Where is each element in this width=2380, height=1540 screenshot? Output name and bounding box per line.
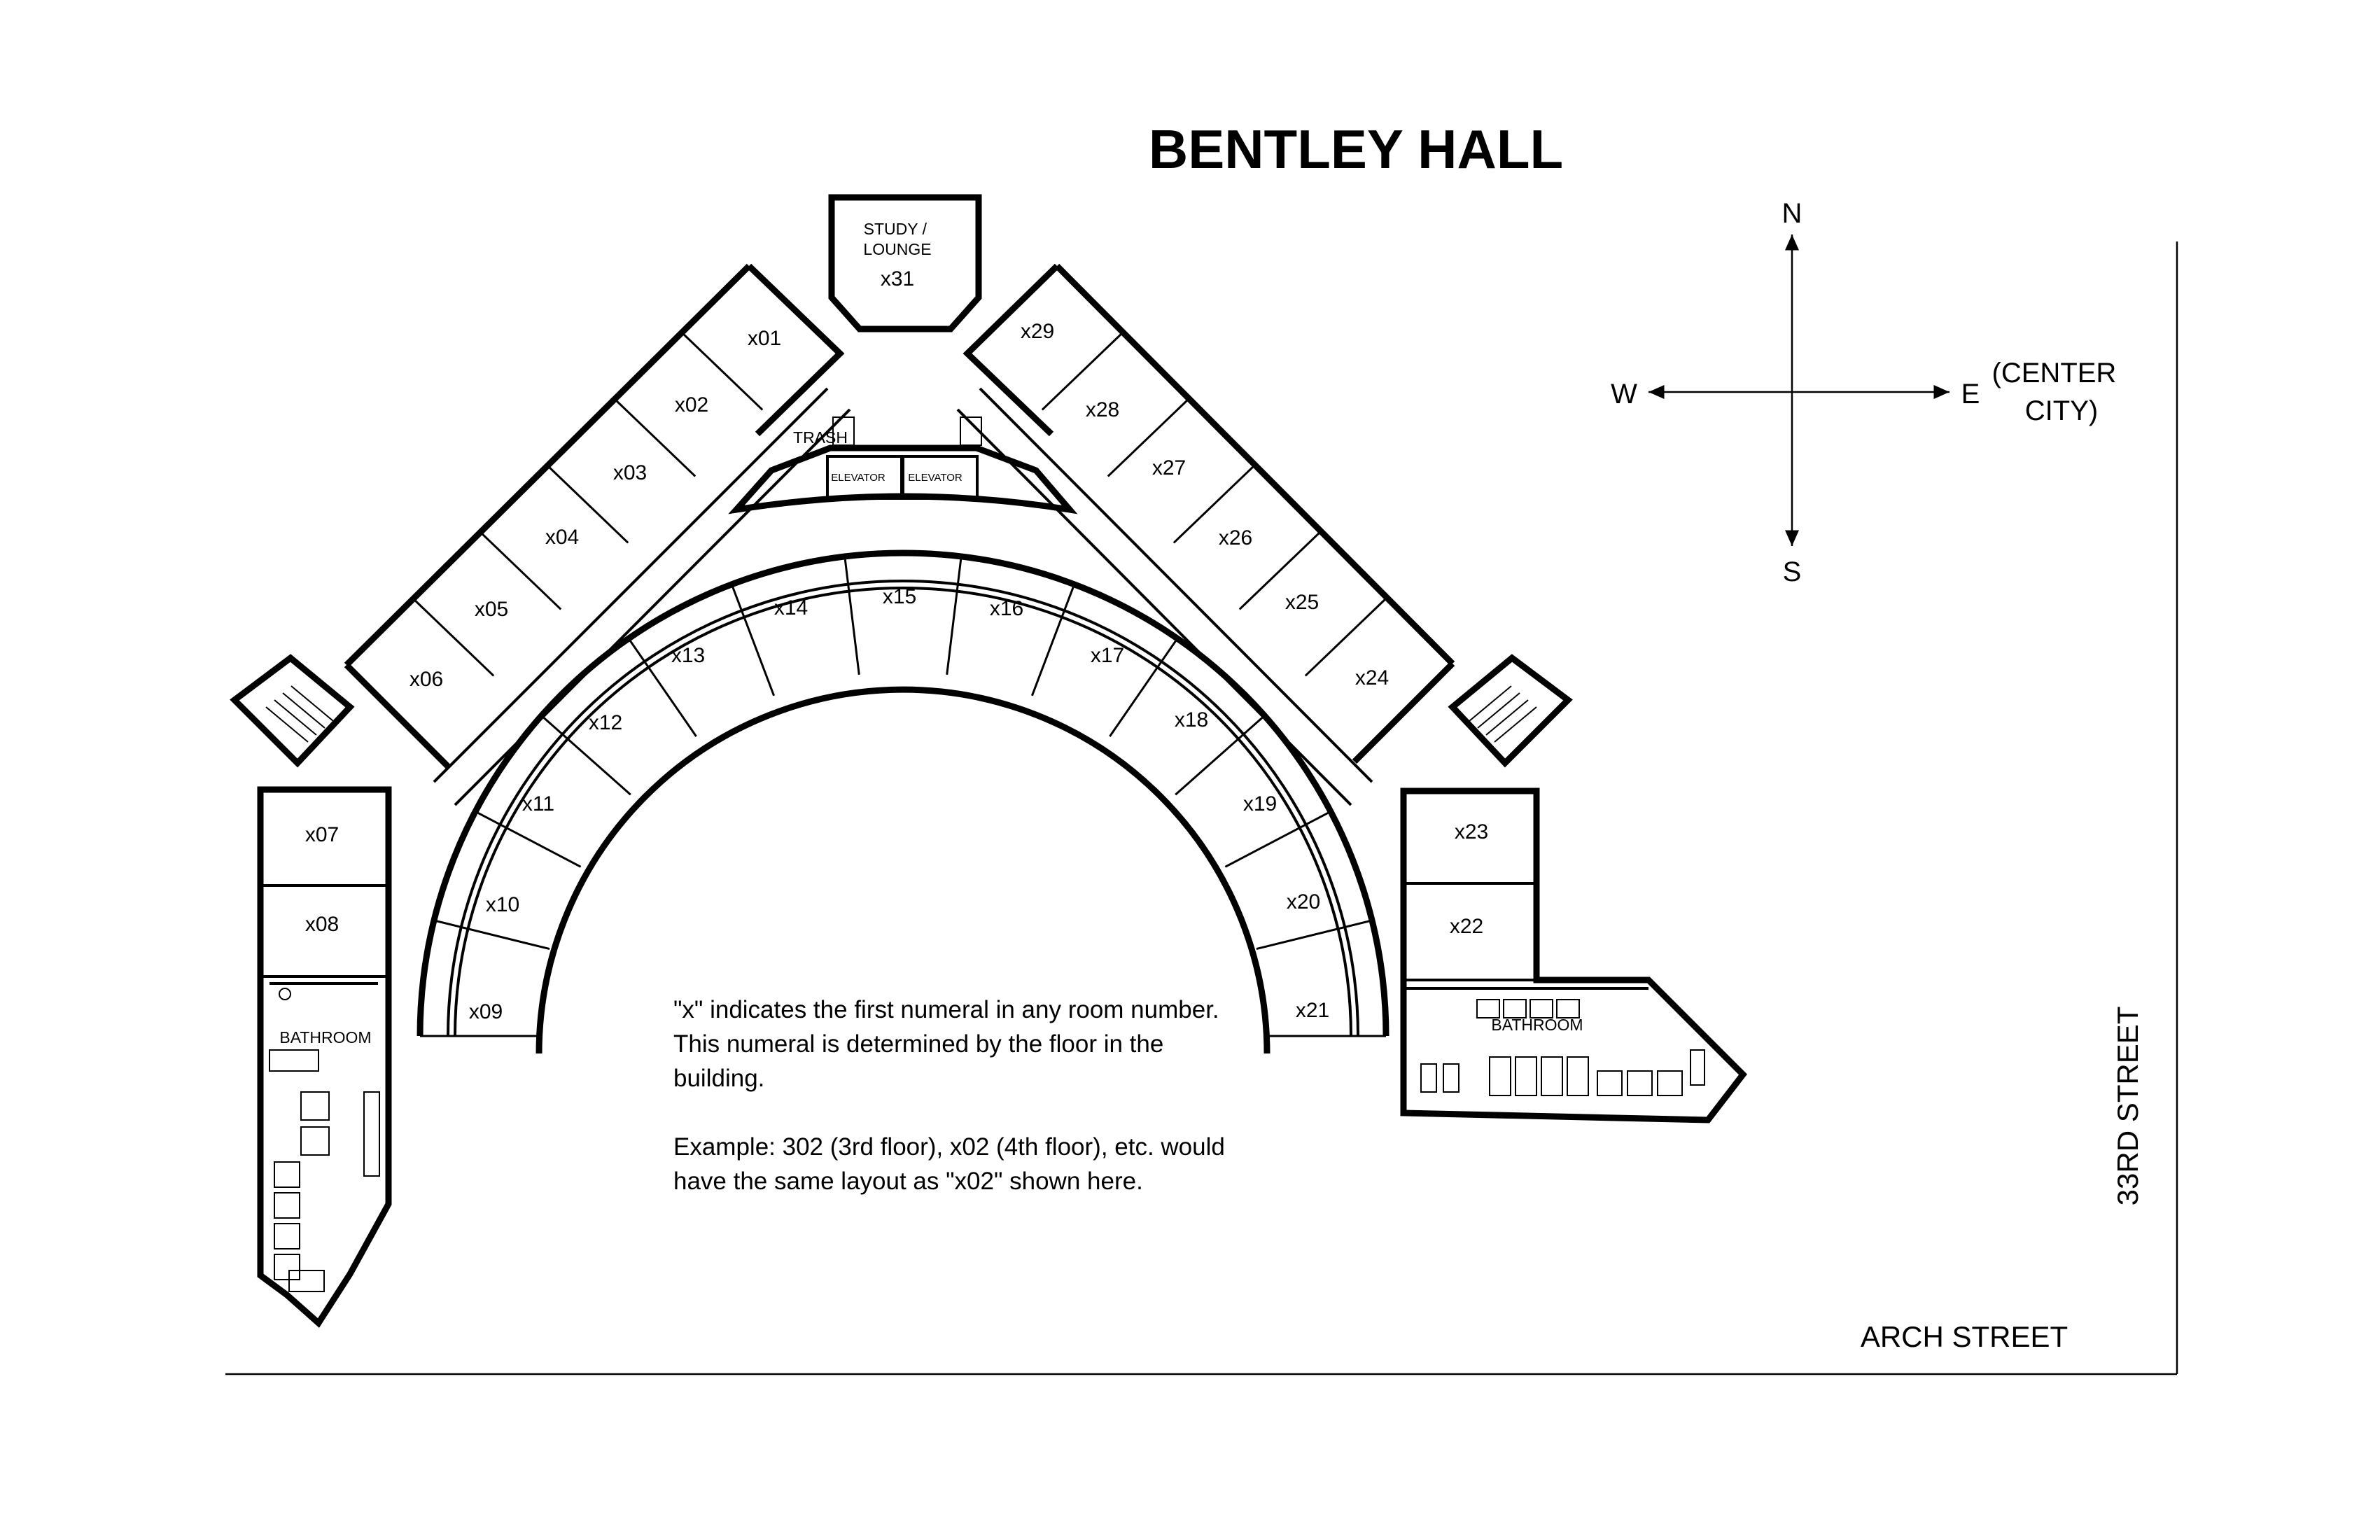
- note-paragraph-2: Example: 302 (3rd floor), x02 (4th floor…: [673, 1133, 1225, 1195]
- trash-room-label: TRASH: [793, 428, 848, 447]
- room-label: x19: [1243, 792, 1277, 816]
- room-partition: [1109, 638, 1179, 737]
- room-label: x14: [774, 596, 808, 620]
- room-label: x27: [1152, 456, 1186, 479]
- room-label: x25: [1285, 591, 1319, 614]
- elevator-label-east: ELEVATOR: [908, 472, 962, 484]
- room-label: x15: [883, 585, 916, 608]
- compass-east-label: E: [1961, 379, 1980, 410]
- room-label: x07: [305, 823, 339, 846]
- room-partition: [1172, 464, 1256, 544]
- room-label: x17: [1091, 644, 1124, 667]
- room-label: x28: [1086, 398, 1119, 421]
- room-partition: [1107, 398, 1190, 477]
- room-partition: [1041, 331, 1124, 411]
- room-label: x04: [545, 526, 579, 549]
- room-partition: [627, 638, 697, 737]
- room-partition: [1175, 715, 1266, 796]
- room-label: x11: [522, 792, 554, 816]
- room-label: x10: [486, 893, 519, 916]
- room-label: x21: [1296, 999, 1329, 1022]
- room-label: x12: [589, 711, 622, 734]
- note-paragraph-1: "x" indicates the first numeral in any r…: [673, 996, 1219, 1092]
- lounge-label: STUDY / LOUNGE: [863, 220, 931, 258]
- compass-south-label: S: [1783, 556, 1802, 587]
- room-label: x24: [1355, 666, 1389, 690]
- room-label: x02: [675, 393, 708, 416]
- arch-street-label: ARCH STREET: [1861, 1320, 2068, 1353]
- room-label: x06: [410, 668, 443, 691]
- room-label: x18: [1175, 708, 1208, 732]
- compass-west-label: W: [1611, 379, 1637, 410]
- room-partition: [475, 810, 582, 868]
- room-partition: [479, 531, 562, 610]
- room-label: x20: [1287, 890, 1320, 913]
- room-partition: [1030, 584, 1076, 696]
- room-label: x22: [1450, 915, 1483, 938]
- room-partition: [1304, 597, 1387, 677]
- room-label: x08: [305, 913, 339, 936]
- page-title: BENTLEY HALL: [1149, 118, 1563, 180]
- room-partition: [546, 464, 629, 544]
- room-partition: [946, 556, 962, 675]
- bathroom-label-west: BATHROOM: [279, 1028, 371, 1046]
- room-partition: [844, 556, 860, 675]
- room-label-lounge: x31: [881, 267, 914, 290]
- room-partition: [730, 584, 776, 696]
- 33rd-street-label: 33RD STREET: [2111, 1007, 2144, 1206]
- room-partition: [540, 715, 631, 796]
- compass-rose: N S W E (CENTER CITY): [1611, 198, 2124, 587]
- room-label: x01: [748, 327, 781, 350]
- room-partition: [412, 597, 495, 677]
- room-label: x05: [475, 598, 508, 621]
- floor-numbering-note: "x" indicates the first numeral in any r…: [673, 993, 1247, 1233]
- room-label: x29: [1021, 320, 1054, 343]
- compass-east-note: (CENTER CITY): [1992, 358, 2124, 426]
- room-partition: [613, 398, 696, 477]
- room-partition: [1224, 810, 1331, 868]
- compass-north-label: N: [1782, 198, 1802, 229]
- room-label: x09: [469, 1000, 503, 1023]
- room-label: x26: [1219, 526, 1252, 550]
- lounge: STUDY / LOUNGE x31: [863, 220, 931, 290]
- room-partition: [1238, 531, 1322, 610]
- site-boundary: [225, 241, 2178, 1376]
- room-partition: [433, 919, 550, 951]
- room-partition: [680, 331, 764, 411]
- room-label: x23: [1455, 820, 1488, 844]
- room-label: x16: [990, 597, 1023, 620]
- room-partition: [1256, 919, 1373, 951]
- building-walls: [230, 194, 1747, 1328]
- room-labels: x01 x02 x03 x04 x05 x06 x29 x28 x27 x26 …: [305, 320, 1488, 1023]
- elevator-label-west: ELEVATOR: [831, 472, 886, 484]
- bathroom-label-east: BATHROOM: [1491, 1016, 1583, 1034]
- room-label: x03: [613, 461, 647, 484]
- room-label: x13: [671, 644, 705, 667]
